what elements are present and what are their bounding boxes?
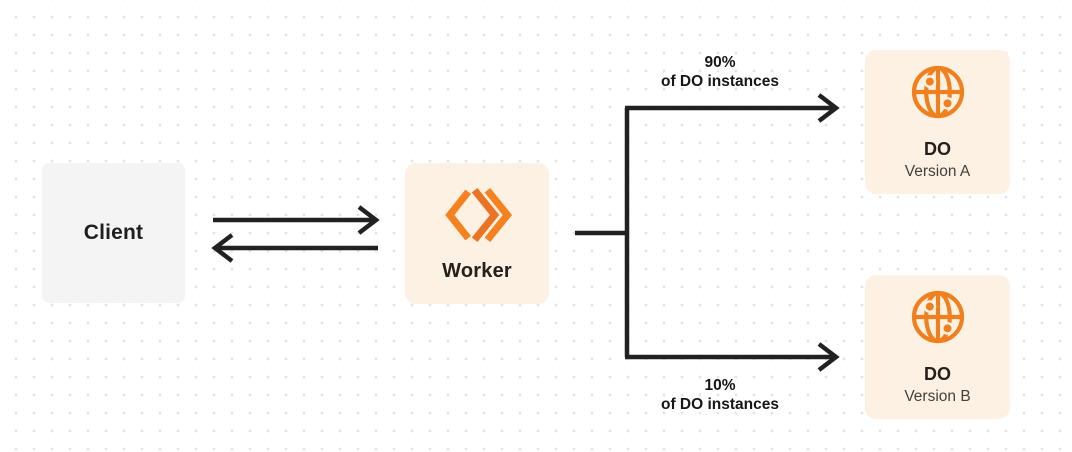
- workers-chevrons-icon: [441, 184, 513, 246]
- split-top-caption: of DO instances: [661, 73, 779, 90]
- split-connector: [575, 108, 630, 357]
- arrow-to-do-version-a: [625, 93, 840, 123]
- client-label: Client: [83, 221, 144, 244]
- split-bottom-percentage: 10%: [704, 377, 736, 394]
- do-a-subtitle: Version A: [904, 162, 971, 180]
- split-bottom-label: 10% of DO instances: [620, 376, 820, 414]
- split-bottom-caption: of DO instances: [661, 396, 779, 413]
- arrow-to-do-version-b: [625, 342, 840, 372]
- do-a-title: DO: [924, 138, 951, 159]
- node-client: Client: [42, 163, 185, 303]
- globe-icon: [909, 288, 967, 346]
- globe-icon: [909, 63, 967, 121]
- do-b-subtitle: Version B: [904, 387, 971, 405]
- node-do-version-b: DO Version B: [865, 275, 1010, 419]
- worker-label: Worker: [442, 260, 512, 282]
- node-do-version-a: DO Version A: [865, 50, 1010, 194]
- node-worker: Worker: [405, 163, 549, 304]
- arrow-worker-to-client: [211, 233, 378, 263]
- arrow-client-to-worker: [213, 205, 380, 235]
- split-top-percentage: 90%: [704, 54, 736, 71]
- split-top-label: 90% of DO instances: [620, 53, 820, 91]
- do-b-title: DO: [924, 363, 951, 384]
